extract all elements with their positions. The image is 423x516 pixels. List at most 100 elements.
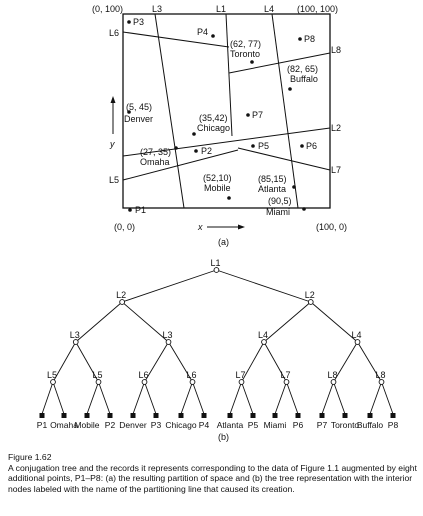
tree-node-label: L5: [47, 370, 57, 380]
tree-leaf-label: Atlanta: [217, 420, 244, 430]
tree-node: [165, 339, 172, 345]
city-coord: (5, 45): [126, 102, 152, 112]
tree-leaf: [61, 413, 67, 418]
city-coord: (85,15): [258, 174, 287, 184]
tree-node: [50, 379, 56, 385]
point-P1: [128, 208, 132, 212]
tree-node: [354, 339, 361, 345]
city-point-atlanta: [292, 185, 296, 189]
tree-edge: [369, 381, 382, 415]
point-label: P2: [201, 146, 212, 156]
tree-node-label: L4: [258, 330, 268, 340]
tree-edge: [229, 381, 242, 415]
tree-node: [119, 299, 125, 305]
city-coord: (62, 77): [230, 39, 261, 49]
tree-edge: [144, 381, 157, 415]
point-P8: [298, 37, 302, 41]
tree-leaf-label: Denver: [119, 420, 147, 430]
tree-node: [141, 379, 148, 385]
tree-leaf: [178, 413, 184, 418]
conjugation-tree-figure: (0, 100) (100, 100) (0, 0) (100, 0) L3 L…: [37, 4, 399, 442]
city-name: Buffalo: [290, 74, 318, 84]
point-label: P5: [258, 141, 269, 151]
tree-edge: [98, 381, 111, 415]
tree-edge: [52, 381, 65, 415]
tree-edge: [333, 341, 358, 383]
line-L2: [122, 127, 331, 157]
label-L3: L3: [152, 4, 162, 14]
tree-leaf-label: P7: [317, 420, 328, 430]
tree-node-label: L8: [328, 370, 338, 380]
tree-node-label: L3: [70, 330, 80, 340]
point-P6: [300, 144, 304, 148]
tree-leaf-label: P2: [105, 420, 116, 430]
tree-edge: [168, 341, 193, 383]
tree-node-label: L7: [281, 370, 291, 380]
tree-node: [307, 299, 314, 305]
city-point-denver: [127, 110, 131, 114]
tree-edge: [52, 341, 77, 383]
tree-leaf: [390, 413, 396, 418]
point-label: P3: [133, 17, 144, 27]
tree-edge: [75, 341, 99, 383]
tree-leaf: [153, 413, 159, 418]
tree-edge: [121, 269, 217, 303]
tree-leaf: [295, 413, 301, 418]
caption-text: A conjugation tree and the records it re…: [8, 462, 417, 494]
city-point-toronto: [250, 60, 254, 64]
point-P4: [211, 34, 215, 38]
line-L6: [122, 31, 230, 48]
tree-leaf: [107, 413, 113, 418]
y-axis-label: y: [109, 139, 115, 149]
city-name: Denver: [124, 114, 153, 124]
tree-node: [95, 379, 102, 385]
point-label: P8: [304, 34, 315, 44]
city-name: Chicago: [197, 123, 230, 133]
sublabel-b: (b): [218, 432, 229, 442]
tree-leaf-label: P6: [293, 420, 304, 430]
tree-leaf-label: P5: [248, 420, 259, 430]
tree-node: [238, 379, 245, 385]
city-point-mobile: [227, 196, 231, 200]
tree-leaf-label: P1: [37, 420, 48, 430]
tree-edge: [274, 381, 287, 415]
tree-node-label: L6: [187, 370, 197, 380]
tree-leaf: [367, 413, 373, 418]
tree-leaf: [250, 413, 256, 418]
tree-edge: [310, 301, 358, 343]
point-label: P6: [306, 141, 317, 151]
y-axis-arrowhead: [110, 96, 116, 103]
line-L1: [225, 13, 233, 137]
tree-node-label: L7: [236, 370, 246, 380]
label-L4: L4: [264, 4, 274, 14]
tree-edge: [286, 381, 299, 415]
tree-node: [330, 379, 337, 385]
x-axis-arrowhead: [238, 224, 245, 230]
tree-node: [189, 379, 196, 385]
city-point-buffalo: [288, 87, 292, 91]
tree-leaf-label: Miami: [264, 420, 287, 430]
tree-node: [213, 267, 220, 273]
tree-node-label: L5: [93, 370, 103, 380]
point-P5: [251, 144, 255, 148]
tree-edge: [381, 381, 394, 415]
tree-node-label: L1: [210, 258, 220, 268]
label-L6: L6: [109, 28, 119, 38]
tree-leaf-label: P3: [151, 420, 162, 430]
tree-leaf-label: P4: [199, 420, 210, 430]
tree-leaf-label: Omaha: [50, 420, 78, 430]
city-coord: (90,5): [268, 196, 292, 206]
label-L8: L8: [331, 45, 341, 55]
line-L5: [122, 149, 239, 181]
tree-edge: [263, 301, 312, 343]
tree-edge: [132, 381, 145, 415]
tree-leaf-label: Buffalo: [357, 420, 384, 430]
tree-node: [72, 339, 79, 345]
tree-leaf-label: P8: [388, 420, 399, 430]
tree-node-label: L6: [139, 370, 149, 380]
tree-node-label: L8: [376, 370, 386, 380]
tree-edge: [144, 341, 169, 383]
city-name: Miami: [266, 207, 290, 217]
point-label: P4: [197, 27, 208, 37]
